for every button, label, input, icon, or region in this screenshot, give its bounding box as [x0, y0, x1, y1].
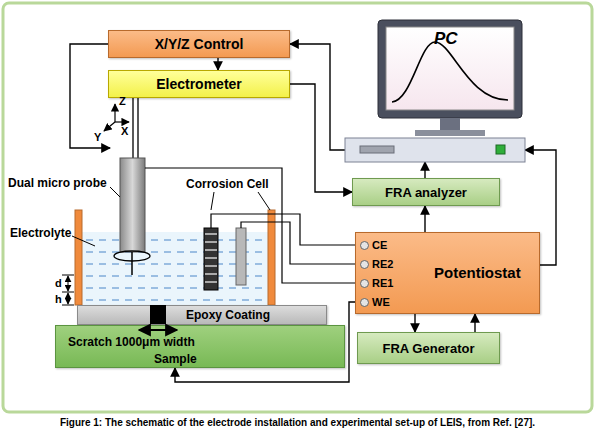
dual-micro-probe: [114, 158, 150, 275]
electrodes: [204, 228, 246, 290]
probe-wires: [133, 98, 138, 158]
part-label: Z: [119, 94, 126, 108]
part-label: h: [55, 292, 62, 306]
frame: [3, 3, 592, 412]
node-text: Scratch 1000μm width: [68, 335, 195, 349]
coating-band: Epoxy Coating: [77, 305, 327, 325]
caption: Figure 1: The schematic of the electrode…: [5, 417, 590, 429]
terminal-label: CE: [360, 238, 387, 252]
node-text: Epoxy Coating: [186, 308, 270, 322]
signal-connector: [474, 314, 475, 332]
part-label: X: [121, 124, 128, 138]
part-label: Dual micro probe: [8, 176, 107, 190]
terminal-label: RE2: [360, 257, 393, 271]
pc-monitor: [345, 20, 525, 162]
part-label: Y: [94, 130, 101, 144]
terminal-label: WE: [360, 295, 390, 309]
node-text: FRA Generator: [383, 341, 475, 356]
node-text: FRA analyzer: [385, 185, 467, 200]
node-text: PC: [434, 29, 458, 49]
signal-connector: [290, 44, 345, 150]
cell-wall: [268, 210, 275, 305]
control-wire: [70, 44, 110, 148]
electrode-wires: [145, 168, 355, 283]
node-text: Sample: [154, 352, 197, 366]
signal-connector: [424, 162, 425, 178]
node-text: X/Y/Z Control: [155, 36, 244, 52]
generator-box: FRA Generator: [357, 332, 500, 364]
part-label: d: [55, 276, 62, 290]
cell-wall: [75, 210, 82, 305]
control-box: X/Y/Z Control: [108, 30, 290, 58]
terminal-label: RE1: [360, 276, 393, 290]
node-text: Potentiostat: [434, 264, 521, 281]
node-text: Electrometer: [156, 76, 242, 92]
electrometer-box: Electrometer: [108, 70, 290, 98]
signal-connector: [290, 84, 352, 192]
signal-connector: [424, 206, 425, 232]
part-label: Corrosion Cell: [186, 177, 269, 191]
signal-connector: [217, 58, 218, 70]
analyzer-box: FRA analyzer: [352, 178, 500, 206]
pc: PC: [345, 20, 525, 162]
part-label: Electrolyte: [10, 226, 71, 240]
signal-connector: [414, 314, 415, 332]
leader-lines: [72, 187, 270, 246]
dimension-d-h: [62, 275, 74, 305]
sample-band: Scratch 1000μm widthSample: [55, 325, 345, 368]
